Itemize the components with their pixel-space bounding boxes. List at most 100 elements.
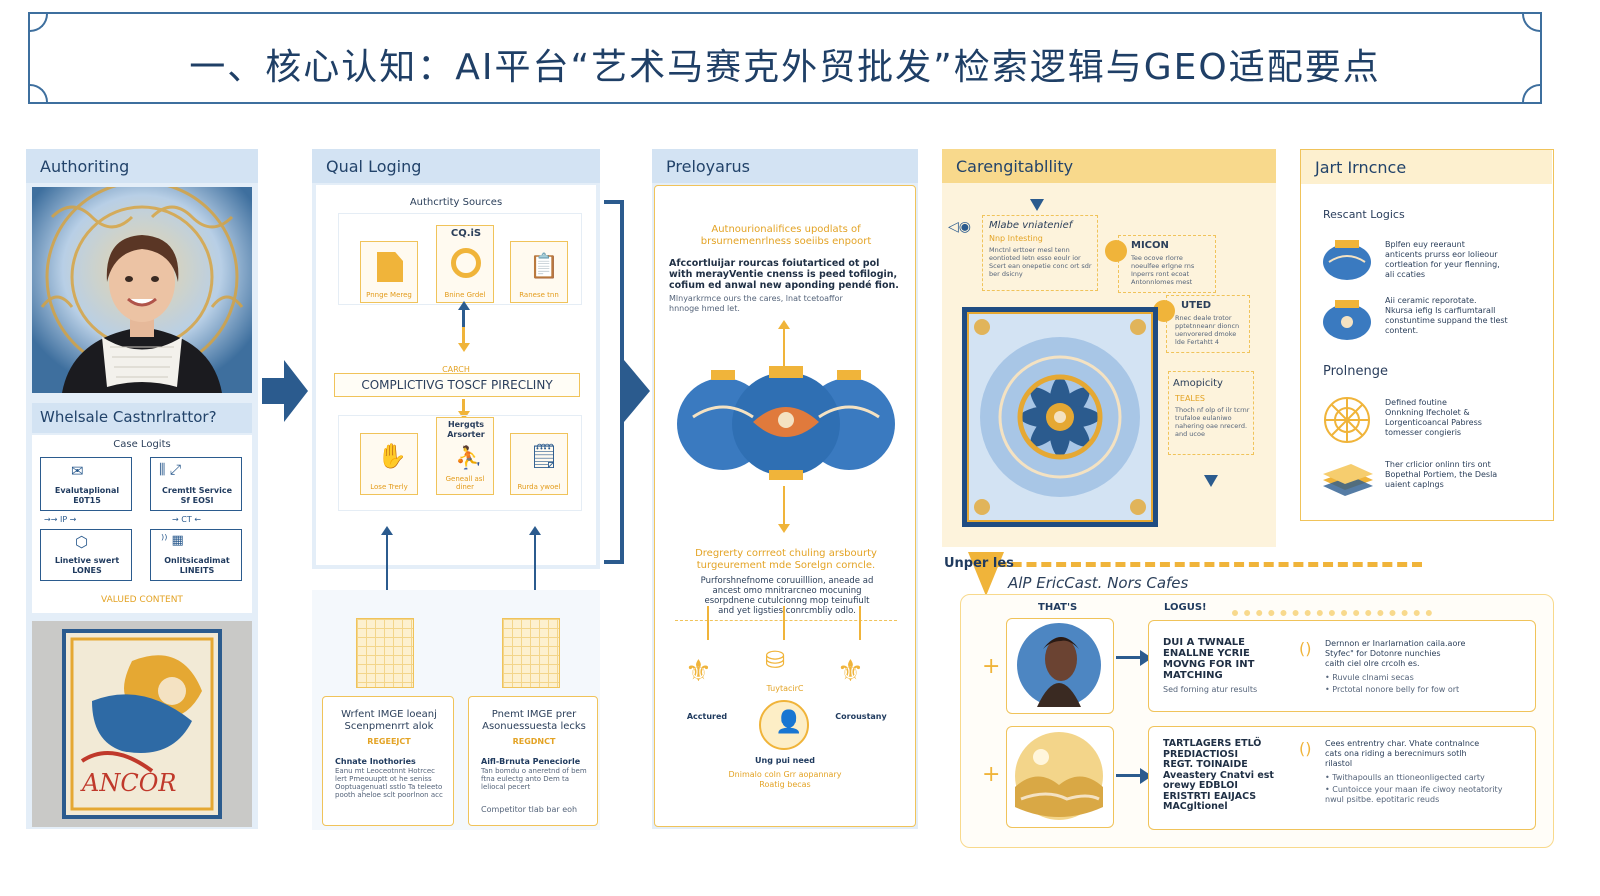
- grid-tile-icon: [502, 618, 560, 688]
- portrait-image: [32, 187, 252, 393]
- subtitle: AlP EricCast. Nors Cafes: [1008, 574, 1189, 592]
- box-icon: ⬡: [75, 533, 89, 551]
- source-tile: 📋 Ranese tnn: [510, 241, 568, 303]
- mail-icon: ✉: [71, 462, 84, 480]
- panel-header: Jart Irncnce: [1301, 150, 1552, 184]
- connector: [783, 486, 785, 526]
- connector: [1116, 774, 1142, 777]
- arrow-down-icon: [778, 524, 790, 533]
- flow-arrow-icon: [624, 360, 650, 422]
- notes-icon: 🗒: [529, 442, 560, 470]
- bullet-item: • Prctotal nonore belly for fow ort: [1325, 685, 1460, 694]
- banner-corner: [28, 12, 48, 32]
- sources-title: Authcrtity Sources: [409, 197, 503, 208]
- grid-tile-icon: [356, 618, 414, 688]
- chart-icon: ⫼ ⤢: [159, 462, 182, 478]
- mandala-tile-image: [962, 307, 1158, 527]
- mandala-icon: [1324, 397, 1370, 443]
- connector: [462, 399, 465, 413]
- arrow-up-icon: [458, 301, 470, 310]
- case-card: TARTLAGERS ETLÖ PREDIACTIOSI REGT. TOINA…: [1148, 726, 1536, 830]
- panel-unper-les: Unper les AlP EricCast. Nors Cafes THAT'…: [942, 550, 1554, 850]
- mosaic-illustration: ANCOR: [62, 629, 222, 819]
- case-cell: ⫼ ⤢ Cremtlt Service Sf EOSl: [150, 457, 242, 511]
- flow-arrow-icon: [262, 360, 308, 422]
- user-need-icon: 👤: [759, 700, 809, 750]
- process-tile: ✋ Lose Trerly: [360, 433, 418, 495]
- complictive-bar: COMPLICTIVG TOSCF PIRECLINY: [334, 373, 580, 397]
- case-cell: ⁾⁾ ▦ Onlitsicadimat LINEITS: [150, 529, 242, 581]
- process-tile: 🗒 Rurda ywoel: [510, 433, 568, 495]
- dotted-divider: [1232, 610, 1432, 616]
- case-image-frame: [1006, 618, 1114, 714]
- coins-icon: ⛁: [765, 646, 786, 674]
- qual-bottom-area: Wrfent IMGE loeanj Scenpmenrrt alok REGE…: [312, 590, 600, 830]
- divider: [675, 620, 897, 621]
- panel-header: Carengitabllity: [942, 149, 1276, 183]
- lotus-icon: ⚜: [837, 654, 864, 689]
- connector: [1116, 656, 1142, 659]
- qual-body: Authcrtity Sources Pnnge Mereg CQ.iS Bni…: [316, 185, 596, 565]
- panel-authoriting: Authoriting Whelsale Castnrlra: [26, 149, 258, 829]
- arrow-up-icon: [529, 526, 541, 535]
- title-banner: 一、核心认知：AI平台“艺术马赛克外贸批发”检索逻辑与GEO适配要点: [28, 12, 1542, 104]
- arrow-label: → CT ←: [172, 515, 201, 524]
- clipboard-icon: 📋: [529, 252, 559, 280]
- portrait-illustration: [32, 187, 252, 393]
- building-icon: ⁾⁾ ▦: [161, 533, 184, 548]
- funnel-icon: [968, 552, 1004, 596]
- page-title: 一、核心认知：AI平台“艺术马赛克外贸批发”检索逻辑与GEO适配要点: [189, 47, 1381, 88]
- panel-jart-irncnce: Jart Irncnce Rescant Logics Bplfen euy r…: [1300, 149, 1554, 521]
- mosaic-poster: ANCOR: [32, 621, 252, 827]
- case-cell: ⬡ Linetive swert LONES: [40, 529, 132, 581]
- profile-portrait-image: [1017, 623, 1101, 707]
- connector: [783, 326, 785, 366]
- arrow-up-icon: [381, 526, 393, 535]
- result-card: Wrfent IMGE loeanj Scenpmenrrt alok REGE…: [322, 696, 454, 826]
- banner-corner: [1522, 12, 1542, 32]
- wholesale-heading: Whelsale Castnrlrattor?: [32, 403, 252, 433]
- lotus-icon: ⚜: [685, 654, 712, 689]
- process-frame: [338, 415, 582, 511]
- case-card: DUI A TWNALE ENALLNE YCRIE MOVNG FOR INT…: [1148, 620, 1536, 712]
- valued-content-label: VALUED CONTENT: [101, 595, 183, 605]
- target-icon: [451, 248, 481, 278]
- section-heading: Rescant Logics: [1323, 208, 1405, 221]
- case-image-frame: [1006, 726, 1114, 828]
- quote-icon: (): [1299, 739, 1312, 758]
- bracket: [604, 200, 624, 564]
- connector: [462, 309, 465, 327]
- ceramic-jar-icon: [1323, 240, 1371, 280]
- case-cell: ✉ Evalutaplional E0T15: [40, 457, 132, 511]
- bullet-item: • Cuntoicce your maan ife ciwoy neotator…: [1325, 785, 1503, 804]
- source-tile: Pnnge Mereg: [360, 241, 418, 303]
- connector: [859, 606, 861, 640]
- panel-header: Authoriting: [26, 149, 258, 183]
- ceramic-jar-icon: [1323, 300, 1371, 340]
- document-icon: [377, 252, 403, 282]
- process-tile: Hergqts Arsorter ⛹ Geneall asl diner: [436, 417, 494, 495]
- case-logic-title: Case Logits: [113, 439, 171, 450]
- connector: [462, 327, 465, 345]
- criteria-box: Amopicity TEALES Thoch nf olp of ilr tcr…: [1168, 371, 1254, 455]
- hand-icon: ✋: [377, 442, 407, 470]
- bulb-icon: [1105, 240, 1127, 262]
- connector: [707, 606, 709, 640]
- desert-landscape-image: [1015, 732, 1103, 820]
- criteria-box: MICON Tee ocove rlorre noeulfee erlgne r…: [1105, 235, 1216, 293]
- panel-preloyarus: Preloyarus Autnourionalifices upodlats o…: [652, 149, 918, 829]
- result-card: Pnemt IMGE prer Asonuessuesta lecks REGD…: [468, 696, 598, 826]
- criteria-box: UTED Rnec deale trotor pptetnneanr dionc…: [1153, 295, 1250, 353]
- connector: [783, 606, 785, 640]
- criteria-box: Mlabe vniatenief Nnp Intesting Mnctnl er…: [982, 215, 1098, 291]
- dashed-divider: [982, 562, 1422, 567]
- quote-icon: (): [1299, 639, 1312, 658]
- connector: [386, 532, 388, 604]
- column-header: THAT'S: [1038, 602, 1078, 613]
- arrow-down-icon: [458, 343, 470, 352]
- case-logic-card: Case Logits ✉ Evalutaplional E0T15 ⫼ ⤢ C…: [32, 435, 252, 613]
- bullet-item: • Twithapoulls an ttioneonligected carty: [1325, 773, 1485, 782]
- connector: [534, 532, 536, 604]
- arrow-down-icon: [1204, 475, 1218, 487]
- section-heading: Prolnenge: [1323, 364, 1388, 379]
